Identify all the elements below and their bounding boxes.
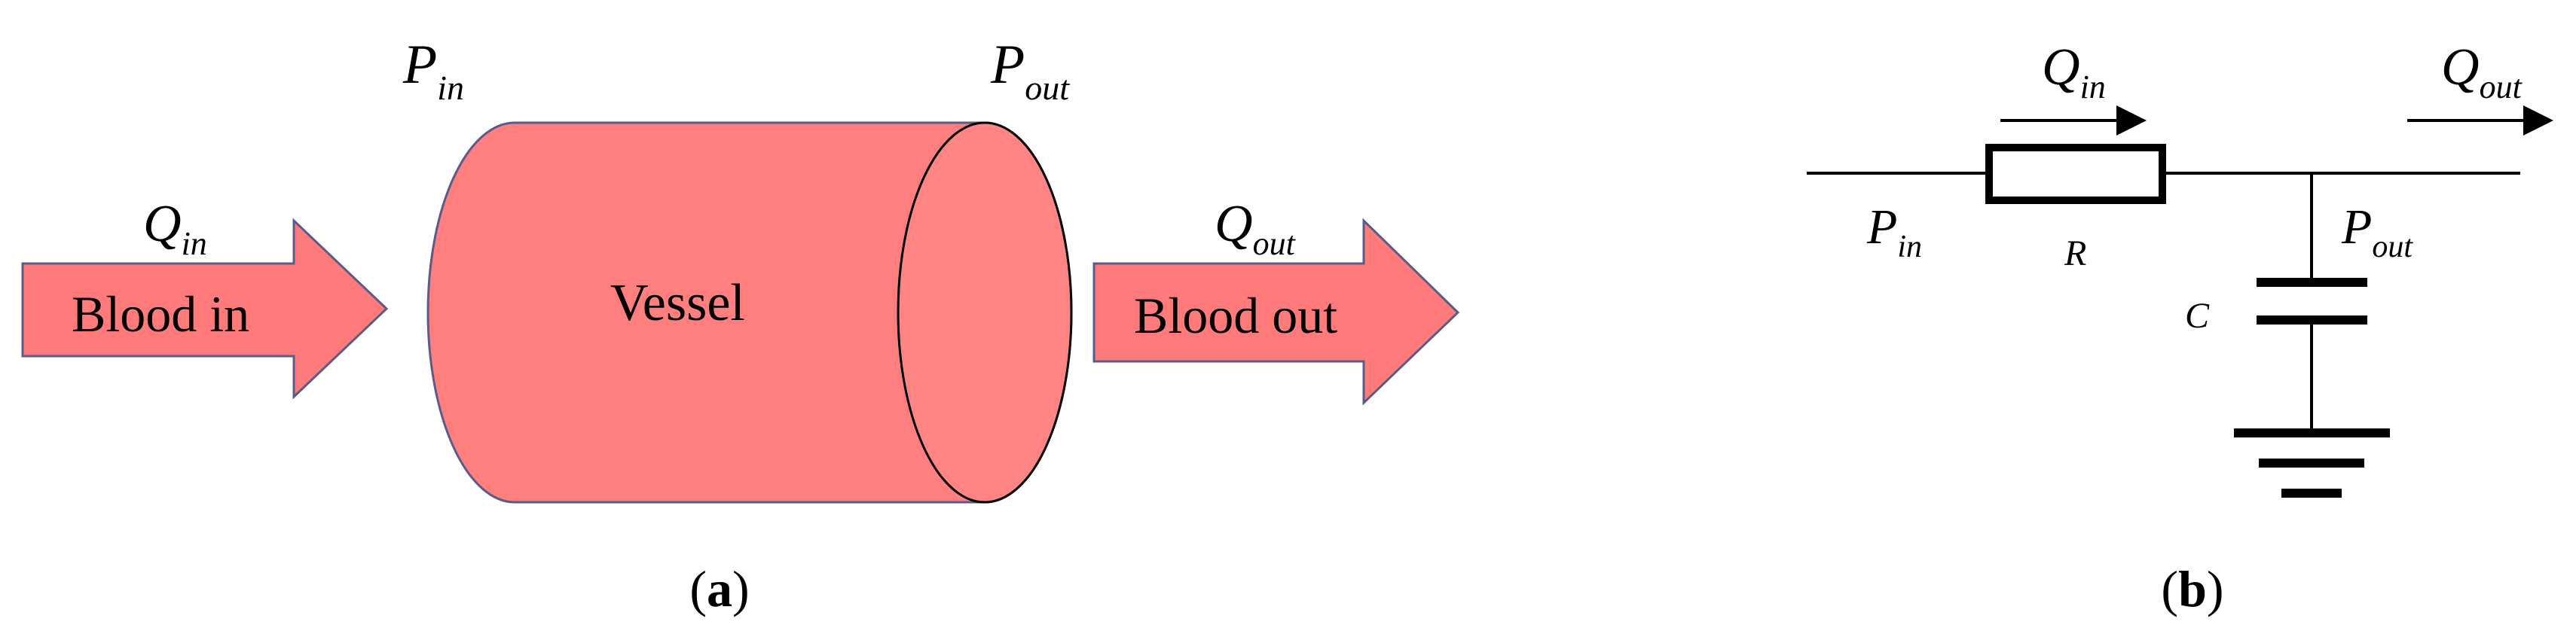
panel-b-caption: (b)	[2161, 560, 2223, 617]
panel-a: Blood in Vessel Blood out Qin Qout Pin P…	[21, 34, 1460, 617]
vessel-end-cap	[897, 121, 1073, 504]
q-in-label-b: Qin	[2042, 38, 2106, 105]
vessel-label: Vessel	[610, 274, 745, 332]
blood-out-arrow: Blood out	[1092, 218, 1460, 406]
panel-b: Qin Qout Pin Pout R C (b)	[1807, 38, 2553, 617]
p-in-label-a: Pin	[402, 34, 464, 107]
resistor-label: R	[2064, 233, 2086, 273]
resistor	[1985, 144, 2166, 204]
blood-out-label: Blood out	[1134, 287, 1337, 344]
p-out-label-a: Pout	[990, 34, 1070, 107]
vessel-cylinder: Vessel	[426, 121, 1073, 504]
capacitor-label: C	[2185, 296, 2210, 336]
ground-symbol	[2234, 428, 2390, 498]
q-in-label-a: Qin	[143, 195, 207, 262]
blood-in-arrow: Blood in	[21, 218, 389, 400]
q-out-label-a: Qout	[1215, 195, 1297, 262]
panel-a-caption: (a)	[689, 560, 749, 617]
q-out-label-b: Qout	[2441, 38, 2523, 105]
p-out-label-b: Pout	[2341, 200, 2413, 264]
blood-in-label: Blood in	[72, 285, 249, 343]
p-in-label-b: Pin	[1866, 200, 1922, 264]
